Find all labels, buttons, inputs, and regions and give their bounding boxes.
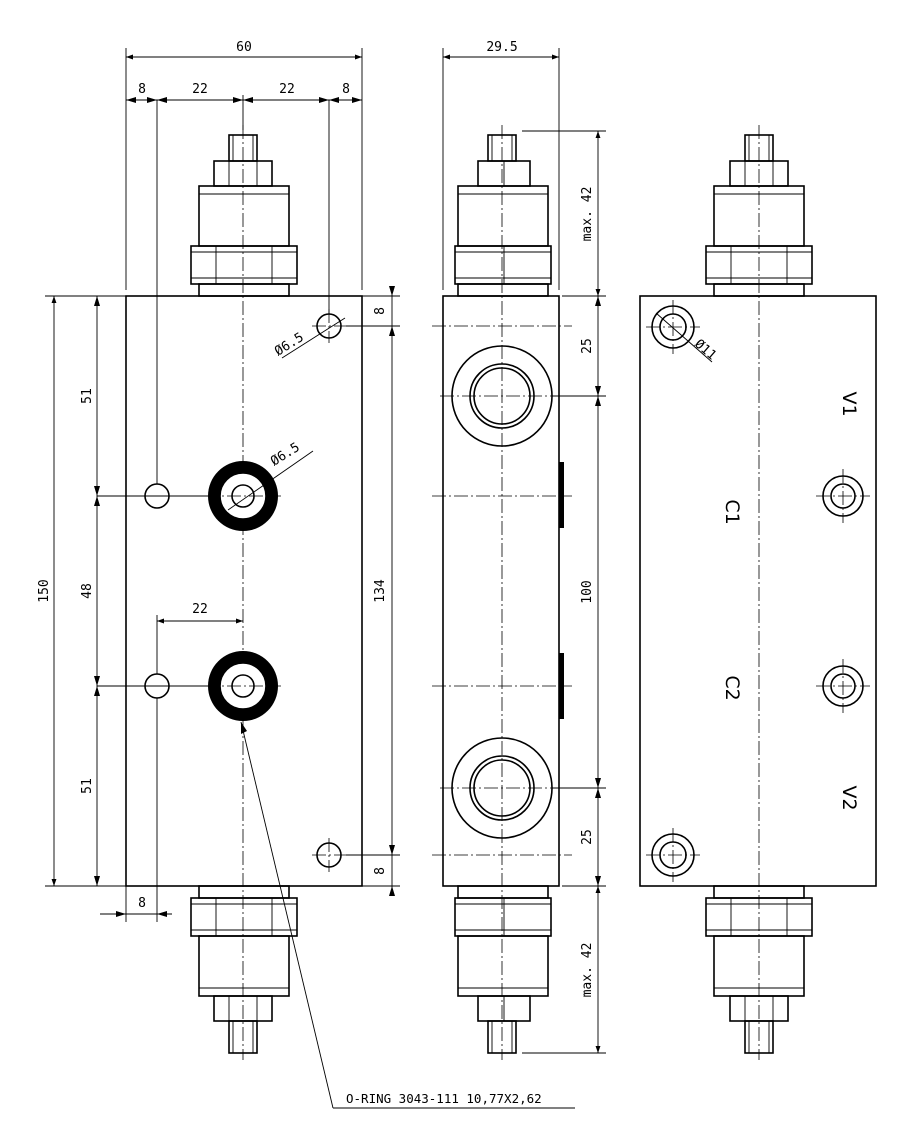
dim-pitch-right: 22 (279, 82, 295, 97)
front-top-cartridge (190, 134, 298, 297)
port-label-v1: V1 (838, 391, 860, 416)
front-view (97, 100, 363, 1060)
back-mount-hole-bottom (646, 828, 700, 882)
dim-side-bottom: 25 (580, 829, 595, 845)
port-label-c1: C1 (721, 499, 743, 524)
front-mount-hole-bottom (312, 838, 346, 872)
dim-side-mid: 100 (580, 580, 595, 603)
front-port-upper (205, 461, 281, 531)
side-top-cartridge (454, 134, 552, 297)
back-port-c1 (816, 469, 870, 523)
dim-seg-bottom: 51 (80, 778, 95, 794)
port-label-c2: C2 (721, 675, 743, 700)
dim-offset-right: 8 (342, 82, 350, 97)
dim-offset-left: 8 (138, 82, 146, 97)
oring-note: O-RING 3043-111 10,77X2,62 (346, 1091, 542, 1106)
front-mount-hole-top (312, 309, 346, 343)
front-dimensions: 60 8 22 22 8 150 51 48 51 8 134 8 Ø6.5 (37, 40, 575, 1109)
back-view: Ø11 V1 C1 C2 V2 (639, 125, 877, 1060)
dim-side-top: 25 (580, 338, 595, 354)
dim-mount-hole-diameter: Ø11 (691, 337, 719, 364)
side-port-c2-bump (559, 653, 564, 719)
back-port-c2 (816, 659, 870, 713)
dim-max-top: max. 42 (580, 187, 595, 242)
side-body (442, 295, 560, 887)
dim-max-bottom: max. 42 (580, 943, 595, 998)
front-port-lower (205, 651, 281, 721)
dim-edge-top: 8 (373, 307, 388, 315)
front-body (125, 295, 363, 887)
dim-seg-top: 51 (80, 388, 95, 404)
side-view (432, 125, 572, 1060)
dim-height-total: 150 (37, 579, 52, 602)
port-label-v2: V2 (838, 785, 860, 810)
dim-width-total: 60 (236, 40, 252, 55)
dim-pitch-left: 22 (192, 82, 208, 97)
back-mount-hole-top (646, 300, 700, 354)
side-port-c1-bump (559, 462, 564, 528)
front-bottom-cartridge (190, 885, 298, 1054)
side-bottom-cartridge (454, 885, 552, 1054)
dim-side-width: 29.5 (486, 40, 517, 55)
dim-hole-diameter-top: Ø6.5 (272, 330, 307, 359)
dim-seg-mid: 48 (80, 583, 95, 599)
dim-port-spacing: 22 (192, 602, 208, 617)
dim-hole-diameter-port: Ø6.5 (268, 440, 303, 469)
dim-bottom-offset: 8 (138, 896, 146, 911)
dim-edge-bottom: 8 (373, 867, 388, 875)
side-port-v1 (440, 345, 564, 447)
side-dimensions: 29.5 max. 42 25 100 25 max. 42 (442, 40, 606, 1054)
dim-hole-pitch-vertical: 134 (373, 579, 388, 603)
